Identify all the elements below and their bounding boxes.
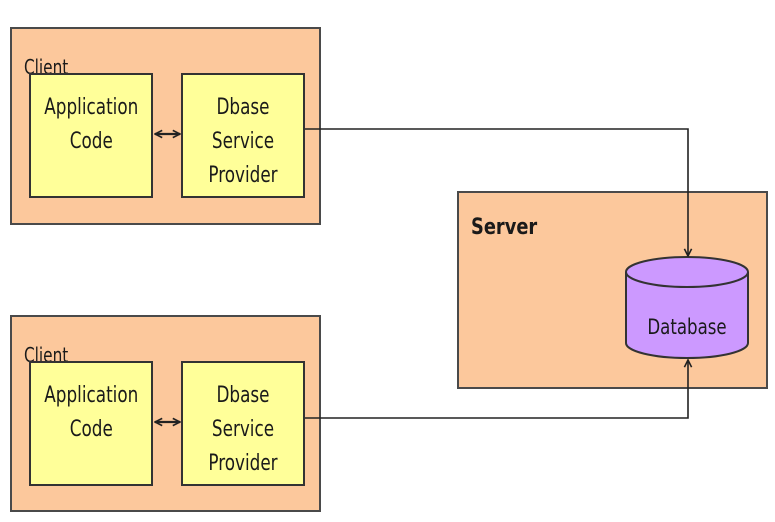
server-label: Server	[471, 215, 538, 240]
database-label: Database	[647, 315, 727, 339]
connector-client-1-to-database	[305, 128, 688, 256]
database-cylinder	[625, 256, 749, 359]
dbase-service-provider-box-1: Dbase Service Provider	[181, 73, 305, 198]
dbase-service-provider-text-2: Dbase Service Provider	[208, 383, 278, 476]
application-code-text-1: Application Code	[43, 95, 139, 154]
connector-client-2-to-database	[305, 360, 688, 419]
dbase-service-provider-text-1: Dbase Service Provider	[208, 95, 278, 188]
dbase-service-provider-box-2: Dbase Service Provider	[181, 361, 305, 486]
application-code-text-2: Application Code	[43, 383, 139, 442]
application-code-box-1: Application Code	[29, 73, 153, 198]
application-code-box-2: Application Code	[29, 361, 153, 486]
